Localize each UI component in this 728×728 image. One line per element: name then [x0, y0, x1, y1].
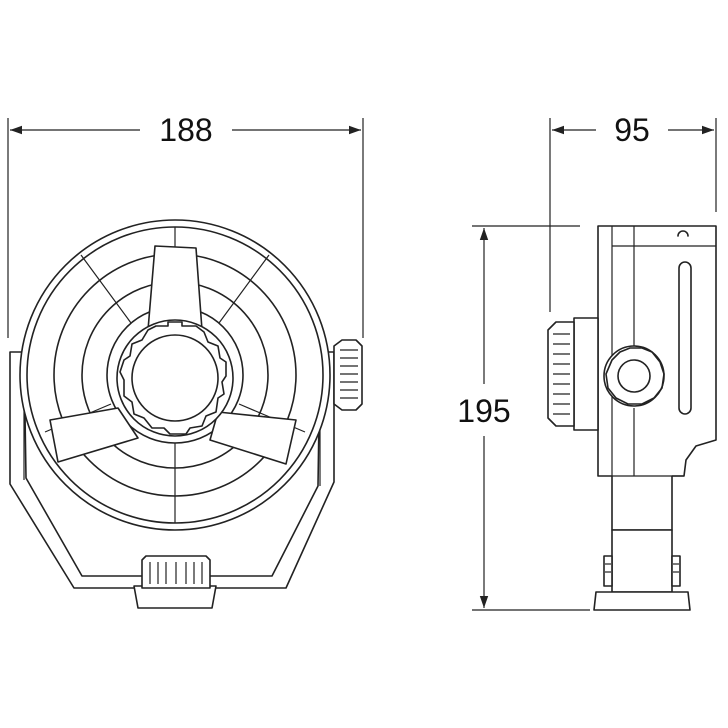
depth-dimension: 95 — [549, 112, 717, 312]
base-foot — [133, 555, 217, 609]
fan-hub — [116, 319, 234, 437]
width-label: 188 — [159, 112, 212, 148]
height-label: 195 — [457, 393, 510, 429]
depth-label: 95 — [614, 112, 650, 148]
width-dimension: 188 — [7, 112, 364, 338]
side-pivot — [603, 345, 665, 407]
front-view: 188 — [7, 112, 364, 609]
tilt-knob — [333, 339, 363, 411]
height-dimension: 195 — [457, 225, 590, 611]
side-stand — [593, 529, 691, 611]
side-view: 95 195 — [457, 112, 717, 611]
side-knob — [547, 317, 599, 431]
